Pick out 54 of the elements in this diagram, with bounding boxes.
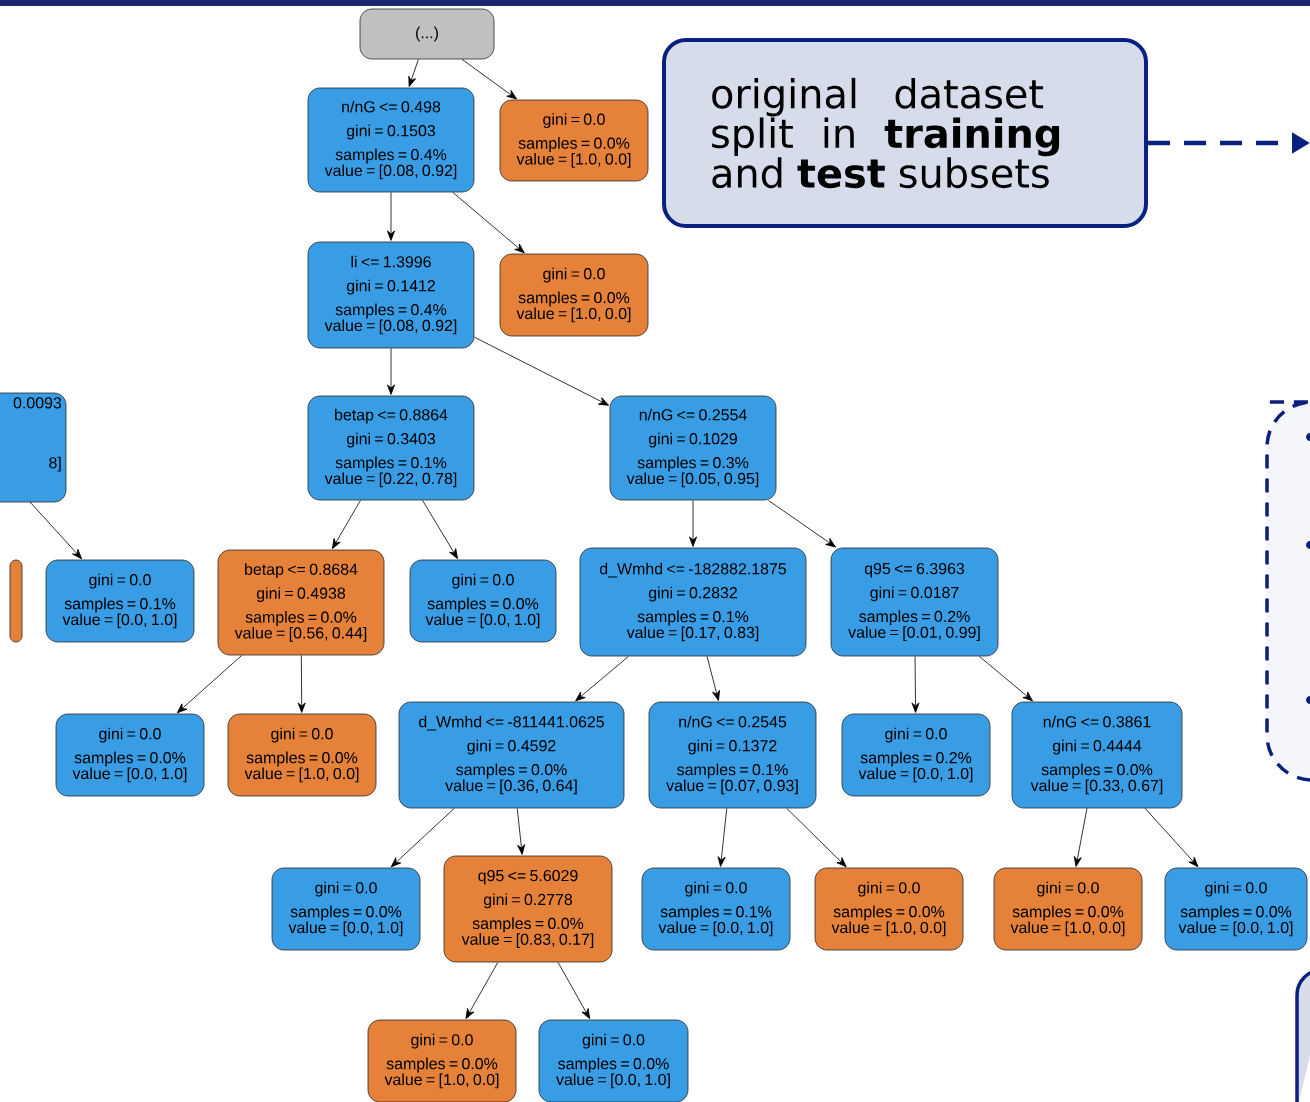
tree-node-box: gini = 0.0 samples = 0.0% value = [1.0, 0.0] — [814, 867, 964, 951]
arrow — [575, 656, 629, 702]
tree-node-box: gini = 0.0 samples = 0.0% value = [0.0, 1.0] — [409, 559, 557, 643]
tree-node-box: gini = 0.0 samples = 0.1% value = [0.0, 1.0] — [45, 559, 195, 643]
arrow — [911, 656, 920, 713]
arrow — [422, 500, 458, 560]
tree-node-box — [9, 559, 23, 643]
arrow — [689, 500, 697, 547]
tree-node-box: gini = 0.0 samples = 0.0% value = [1.0, 0.0] — [499, 99, 649, 182]
tree-node-box: gini = 0.0 samples = 0.0% value = [0.0, 1.0] — [1164, 867, 1308, 951]
arrow — [786, 808, 847, 868]
arrow — [297, 655, 306, 713]
arrow — [557, 962, 591, 1019]
arrow — [176, 655, 243, 714]
tree-node-box: gini = 0.0 samples = 0.0% value = [0.0, 1.0] — [538, 1019, 689, 1102]
arrow — [390, 808, 455, 868]
arrow — [1073, 808, 1088, 867]
tree-node-box: (...) — [359, 8, 495, 60]
tree-node-box: n/nG <= 0.2545 gini = 0.1372 samples = 0.1% value = [0.07, 0.93] — [648, 701, 817, 809]
arrow — [516, 808, 526, 855]
arrow — [387, 348, 395, 395]
tree-node-box: gini = 0.0 samples = 0.2% value = [0.0, 1.0] — [841, 713, 991, 797]
tree-node-box: d_Wmhd <= -182882.1875 gini = 0.2832 samples = 0.1% value = [0.17, 0.83] — [579, 547, 807, 657]
tree-node-box: gini = 0.0 samples = 0.0% value = [0.0, 1.0] — [55, 713, 205, 797]
arrow — [331, 500, 361, 550]
arrow — [768, 500, 836, 548]
arrow — [461, 59, 518, 100]
arrow — [717, 808, 728, 867]
tree-node-box: gini = 0.0 samples = 0.0% value = [1.0, 0.0] — [367, 1019, 517, 1102]
tree-node-box: q95 <= 5.6029 gini = 0.2778 samples = 0.0% value = [0.83, 0.17] — [443, 855, 613, 963]
tree-node-box: gini = 0.0 samples = 0.0% value = [1.0, 0.0] — [227, 713, 377, 797]
arrow — [979, 656, 1033, 702]
tree-node-box: gini = 0.0 samples = 0.0% value = [0.0, 1.0] — [271, 867, 421, 951]
arrow — [29, 501, 83, 560]
tree-node-box: n/nG <= 0.3861 gini = 0.4444 samples = 0.0% value = [0.33, 0.67] — [1011, 701, 1183, 809]
tree-node-box: gini = 0.0 samples = 0.1% value = [0.0, 1.0] — [641, 867, 791, 951]
arrow — [474, 336, 609, 406]
tree-node-box: q95 <= 6.3963 gini = 0.0187 samples = 0.2% value = [0.01, 0.99] — [830, 547, 999, 657]
tree-node-box: li <= 1.3996 gini = 0.1412 samples = 0.4% value = [0.08, 0.92] — [307, 241, 475, 349]
arrow — [408, 59, 419, 87]
arrow — [452, 192, 525, 254]
dataset-box: original dataset split in training and test subsets — [662, 38, 1148, 228]
arrow — [706, 656, 720, 701]
arrow — [387, 192, 395, 241]
arrow — [465, 962, 499, 1019]
tree-node-box: n/nG <= 0.498 gini = 0.1503 samples = 0.4% value = [0.08, 0.92] — [307, 87, 475, 193]
tree-node-box: betap <= 0.8864 gini = 0.3403 samples = 0.1% value = [0.22, 0.78] — [307, 395, 475, 501]
tree-node-box: betap <= 0.8684 gini = 0.4938 samples = 0.0% value = [0.56, 0.44] — [217, 549, 385, 656]
tree-node-box: d_Wmhd <= -811441.0625 gini = 0.4592 samples = 0.0% value = [0.36, 0.64] — [398, 701, 625, 809]
tree-node-box: 0.0093 8] — [0, 392, 67, 503]
tree-node-box: gini = 0.0 samples = 0.0% value = [1.0, 0.0] — [993, 867, 1143, 951]
tree-node-box: n/nG <= 0.2554 gini = 0.1029 samples = 0.3% value = [0.05, 0.95] — [609, 395, 777, 501]
tree-node-box: gini = 0.0 samples = 0.0% value = [1.0, 0.0] — [499, 253, 649, 337]
arrow — [1144, 808, 1199, 868]
